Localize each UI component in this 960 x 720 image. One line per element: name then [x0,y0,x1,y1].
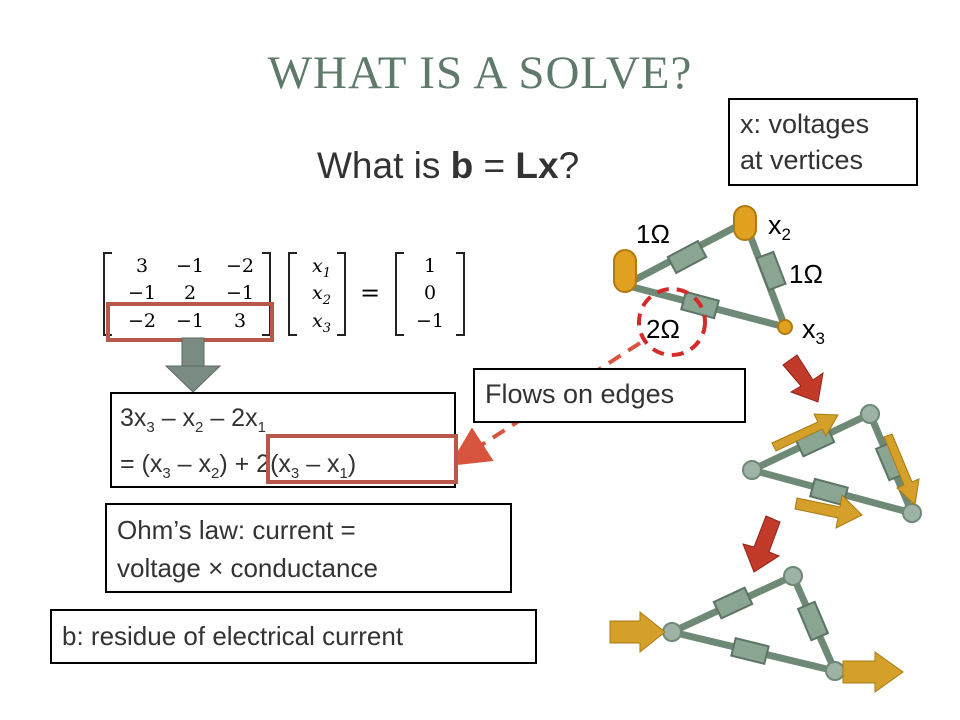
rhs-bracket-left [395,252,404,336]
resistor-icon [712,586,754,620]
flow-arrow-icon [794,493,863,529]
matrix-equation: 3 −1 −2 −1 2 −1 −2 −1 3 x1 x2 x3 = 1 0 −… [103,252,465,336]
voltage-description-box: x: voltages at vertices [728,98,918,186]
circuit-diagram [613,205,793,357]
subtitle-suffix: ? [558,145,580,186]
resistor-icon [755,250,787,292]
residue-label: b: residue of electrical current [62,621,404,651]
resistor-label-bottom: 2Ω [646,314,680,344]
slide-subtitle: What is b = Lx? [317,145,579,187]
current-in-arrow-icon [609,610,666,654]
voltage-node-x3 [777,319,793,335]
resistor-icon [796,600,830,642]
rhs-entry: 1 [424,255,436,277]
x-bracket-left [288,252,297,336]
matrix-cell: −1 [176,310,204,332]
flows-label-box: Flows on edges [473,368,746,423]
matrix-bracket-right [262,252,271,336]
slide-title: WHAT IS A SOLVE? [267,47,693,99]
matrix-cell: 3 [136,255,148,277]
rhs-bracket-right [456,252,465,336]
matrix-cell: 3 [234,310,246,332]
matrix-cell: −1 [176,255,204,277]
matrix-cell: 2 [184,282,196,304]
ohms-law-line: voltage × conductance [117,553,378,583]
resistor-icon [666,239,708,275]
residue-diagram [609,566,904,693]
ohms-law-box: Ohm’s law: current = voltage × conductan… [105,503,512,593]
rhs-entry: −1 [416,310,444,332]
matrix-cell: −1 [226,282,254,304]
node-label-x2: x2 [768,210,791,244]
voltage-description-line: x: voltages [740,109,870,139]
equation-line-2: = (x3 – x2) + 2(x3 – x1) [120,450,357,482]
matrix-cell: −1 [128,282,156,304]
equation-line-1: 3x3 – x2 – 2x1 [120,404,266,436]
step-arrow-icon [742,515,781,573]
rhs-entry: 0 [424,282,436,304]
resistor-label-right: 1Ω [789,259,823,289]
resistor-icon [809,477,849,507]
subtitle-prefix: What is [317,145,451,186]
resistor-icon [730,636,770,666]
voltage-node-x1 [613,249,637,293]
term-highlight-box [266,434,458,484]
residue-box: b: residue of electrical current [50,609,537,664]
step-arrow-icon [782,354,824,403]
highlight-circle [637,287,707,357]
current-out-arrow-icon [842,651,904,693]
matrix-cell: −2 [226,255,254,277]
flow-arrow-icon [771,413,839,452]
x-vector-entry: x2 [312,282,331,308]
node-label-x3: x3 [802,314,825,348]
subtitle-b: b [450,145,474,186]
x-vector-entry: x3 [312,310,331,336]
ohms-law-line: Ohm’s law: current = [117,515,356,545]
resistor-label-top: 1Ω [636,219,670,249]
equals-sign: = [360,279,380,307]
flow-arrow-icon [883,433,920,507]
voltage-description-line: at vertices [740,145,864,175]
down-arrow-icon [164,337,222,393]
x-bracket-right [337,252,346,336]
flows-label: Flows on edges [485,379,675,409]
flow-diagram [742,404,922,529]
subtitle-eq: = [473,145,516,186]
matrix-cell: −2 [128,310,156,332]
subtitle-lx: Lx [515,145,559,186]
x-vector-entry: x1 [312,255,331,281]
voltage-node-x2 [733,205,757,241]
